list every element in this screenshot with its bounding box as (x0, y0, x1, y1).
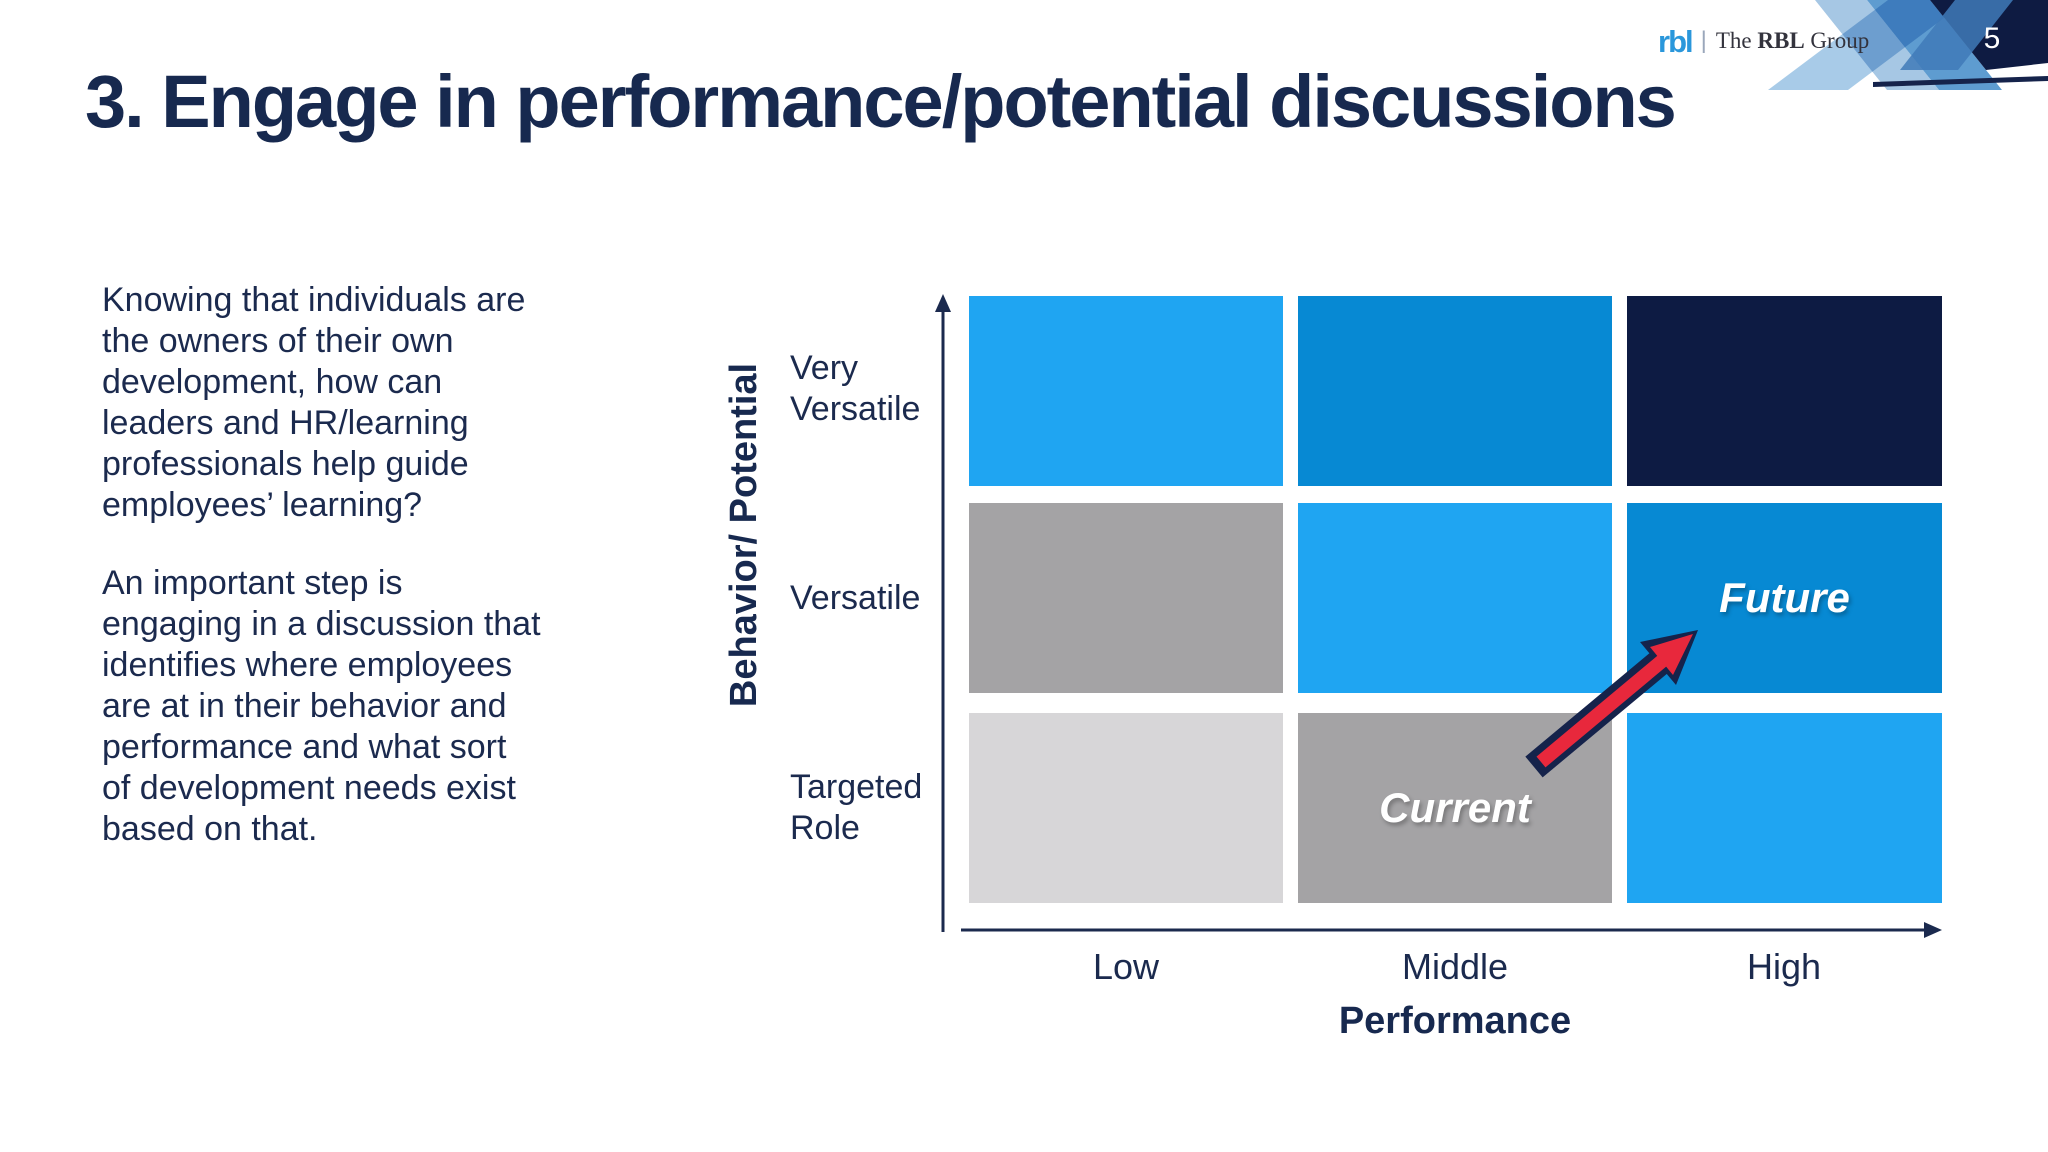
body-paragraph-1: Knowing that individuals are the owners … (102, 281, 526, 524)
x-axis-line (961, 922, 1942, 938)
col-label-high: High (1746, 946, 1822, 987)
y-axis-line (935, 294, 951, 932)
x-axis-title: Performance (1338, 1000, 1572, 1042)
col-label-middle: Middle (1401, 946, 1509, 987)
body-text-block: Knowing that individuals are the owners … (102, 280, 622, 850)
current-label: Current (1379, 784, 1531, 831)
logo-divider: | (1700, 27, 1707, 54)
matrix-cell-very-versatile-low (969, 296, 1283, 486)
body-paragraph-2: An important step is engaging in a discu… (102, 564, 541, 848)
future-label: Future (1719, 574, 1850, 621)
matrix-cell-very-versatile-middle (1298, 296, 1612, 486)
corner-decoration-graphic (1768, 0, 2048, 90)
matrix-cell-versatile-middle (1298, 503, 1612, 693)
rbl-group-logo: rbl | The RBL Group (1658, 24, 1869, 58)
y-axis-title: Behavior/ Potential (723, 362, 765, 708)
row-label-very-versatile: Very Versatile (790, 349, 921, 428)
rbl-logo-icon: rbl (1658, 23, 1694, 59)
row-label-targeted-role: Targeted Role (790, 768, 923, 847)
page-number: 5 (1983, 22, 2001, 55)
logo-wordmark: The RBL Group (1715, 28, 1870, 53)
matrix-cell-targeted-role-low (969, 713, 1283, 903)
matrix-cell-versatile-low (969, 503, 1283, 693)
row-label-versatile: Versatile (790, 579, 921, 617)
col-label-low: Low (1092, 946, 1160, 987)
slide-title: 3. Engage in performance/potential discu… (85, 60, 1677, 143)
matrix-cell-versatile-high: Future (1627, 503, 1942, 693)
matrix-cell-very-versatile-high (1627, 296, 1942, 486)
matrix-cell-targeted-role-high (1627, 713, 1942, 903)
matrix-cell-targeted-role-middle: Current (1298, 713, 1612, 903)
